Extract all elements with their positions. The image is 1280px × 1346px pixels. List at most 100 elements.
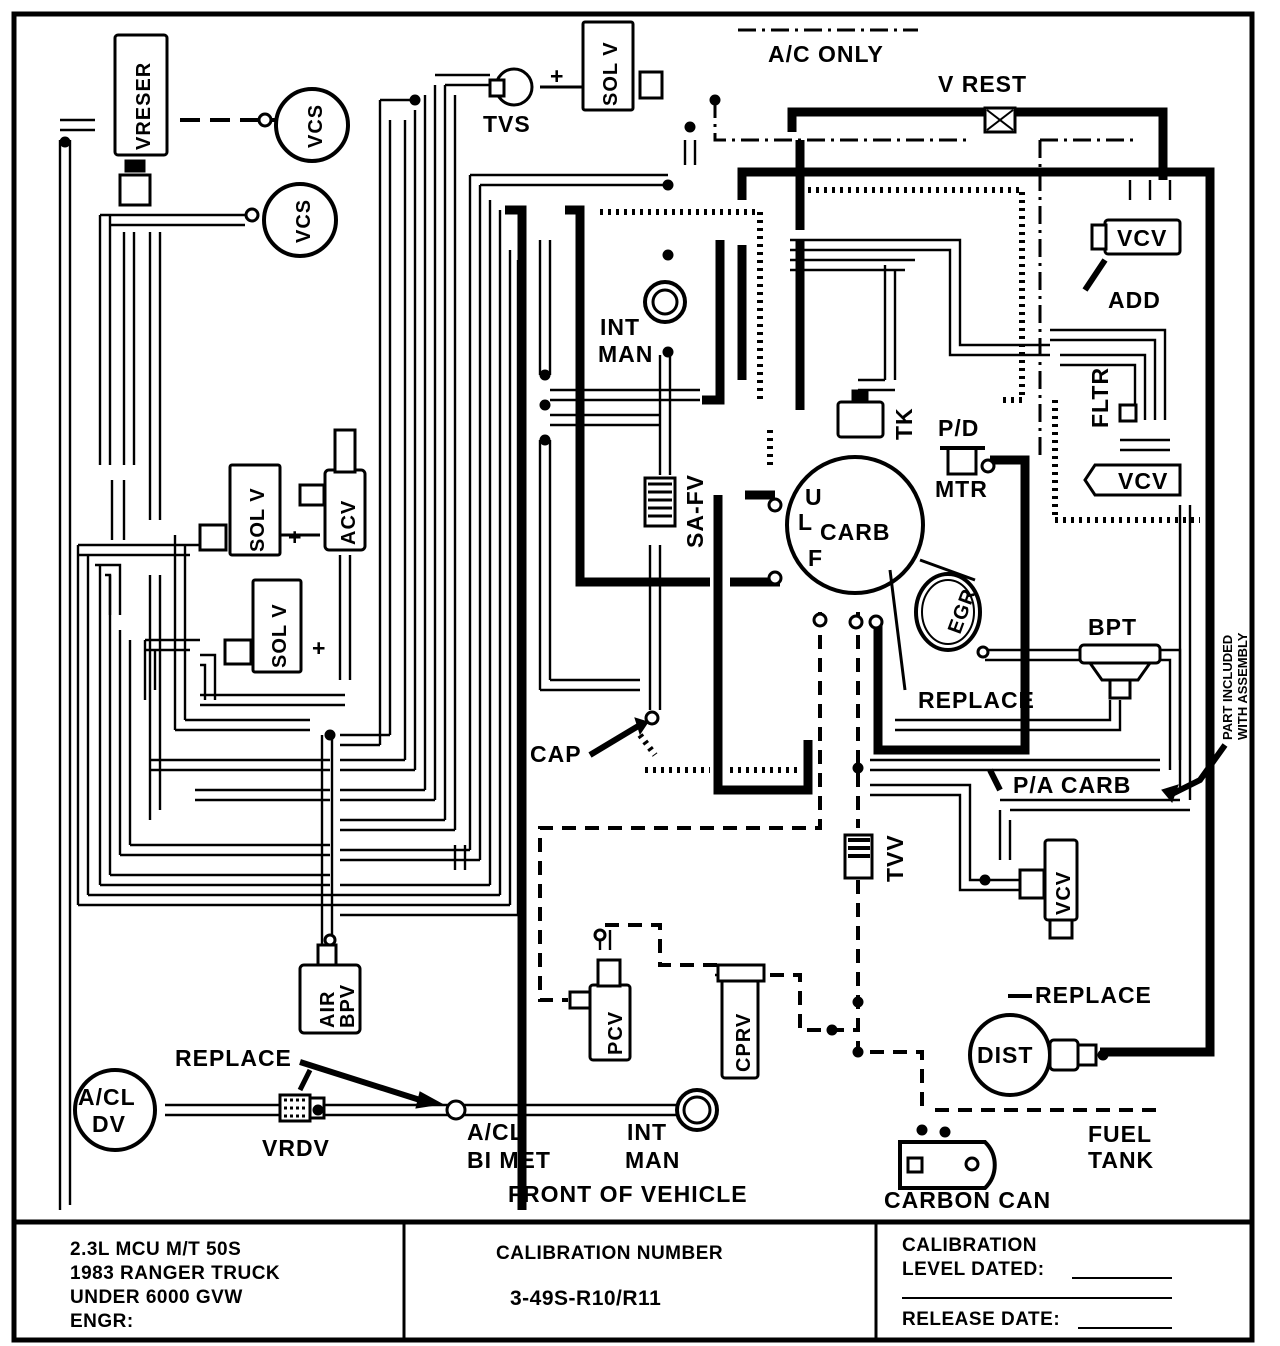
title-block: 2.3L MCU M/T 50S 1983 RANGER TRUCK UNDER…	[70, 1222, 1172, 1340]
plus-lower: +	[312, 635, 326, 661]
tk-label: TK	[891, 407, 917, 440]
vcv-low-label: VCV	[1053, 871, 1075, 915]
vreser-label: VRESER	[133, 62, 155, 150]
int-man-upper: INT MAN	[598, 280, 687, 367]
dist-label: DIST	[977, 1042, 1033, 1068]
egr-component: EGR	[888, 558, 982, 691]
ac-only-label: A/C ONLY	[768, 41, 884, 67]
plus-left: +	[288, 524, 302, 550]
cap-label: CAP	[530, 741, 582, 767]
pd-mtr-component: P/D MTR	[935, 415, 988, 502]
diagram-frame	[11, 11, 1255, 1343]
thick-lines	[505, 107, 1215, 1210]
carb-component: U L CARB F	[785, 455, 925, 595]
pa-carb-label: P/A CARB	[1013, 772, 1131, 798]
vcs-mid: VCS	[262, 182, 338, 258]
vcs-top-label: VCS	[305, 104, 327, 148]
acl-bi-met-line1: A/CL	[467, 1119, 525, 1145]
carb-l-label: L	[798, 509, 813, 535]
hatched-lines	[600, 187, 1200, 773]
dashed-lines	[538, 612, 1165, 1115]
level-dated-label: LEVEL DATED:	[902, 1259, 1045, 1280]
part-included-note: PART INCLUDED WITH ASSEMBLY	[1161, 632, 1250, 803]
air-bpv-line2: BPV	[337, 984, 359, 1028]
pd-mtr-line2: MTR	[935, 476, 988, 502]
fltr-component: FLTR	[1087, 367, 1138, 428]
calibration-heading: CALIBRATION	[902, 1235, 1037, 1256]
v-rest-label: V REST	[938, 71, 1027, 97]
carb-label: CARB	[820, 519, 890, 545]
fltr-label: FLTR	[1087, 367, 1113, 428]
air-bpv-line1: AIR	[317, 991, 339, 1028]
title-left-line1: 2.3L MCU M/T 50S	[70, 1239, 241, 1260]
replace-vrdv-label: REPLACE	[175, 1045, 292, 1071]
bpt-label: BPT	[1088, 614, 1137, 640]
int-man-upper-line1: INT	[600, 314, 640, 340]
carb-u-label: U	[805, 484, 823, 510]
cap-component: CAP	[530, 710, 660, 767]
part-included-line1: PART INCLUDED	[1220, 635, 1235, 740]
front-of-vehicle-label: FRONT OF VEHICLE	[508, 1181, 748, 1207]
replace-dist-label: REPLACE	[1035, 982, 1152, 1008]
title-left-line2: 1983 RANGER TRUCK	[70, 1263, 280, 1284]
connection-dots	[59, 94, 1109, 1138]
pa-carb-label-group: P/A CARB	[987, 768, 1131, 798]
cprv-component: CPRV	[716, 963, 766, 1080]
acl-bi-met-line2: BI MET	[467, 1147, 551, 1173]
vrdv-label: VRDV	[262, 1135, 330, 1161]
int-man-lower-line1: INT	[627, 1119, 667, 1145]
fuel-tank-line1: FUEL	[1088, 1121, 1152, 1147]
fuel-tank-label-group: FUEL TANK	[1088, 1121, 1154, 1173]
cprv-label: CPRV	[733, 1013, 755, 1072]
pcv-component: PCV	[568, 958, 632, 1062]
pcv-label: PCV	[605, 1011, 627, 1055]
carb-f-label: F	[808, 545, 823, 571]
title-left-line4: ENGR:	[70, 1311, 134, 1332]
dist-component: REPLACE DIST	[968, 982, 1152, 1097]
acl-dv-component: A/CL DV	[73, 1068, 157, 1152]
vcv-mid: VCV	[1083, 463, 1182, 497]
acl-bi-met-component: A/CL BI MET	[445, 1099, 551, 1173]
pd-mtr-line1: P/D	[938, 415, 979, 441]
int-man-lower-line2: MAN	[625, 1147, 680, 1173]
acv-component: ACV	[298, 428, 367, 552]
sol-v-top-label: SOL V	[600, 41, 622, 106]
sa-fv-component: SA-FV	[643, 474, 708, 548]
tvs-label: TVS	[483, 111, 531, 137]
calibration-number-heading: CALIBRATION NUMBER	[496, 1243, 723, 1264]
carbon-can-label: CARBON CAN	[884, 1187, 1051, 1213]
sol-v-lower: SOL V +	[223, 578, 326, 674]
vcv-top-label: VCV	[1117, 225, 1167, 251]
add-label: ADD	[1108, 287, 1161, 313]
acl-dv-line2: DV	[92, 1111, 126, 1137]
sol-v-top: SOL V +	[540, 20, 664, 112]
replace-egr-label: REPLACE	[918, 687, 1035, 713]
vcs-mid-label: VCS	[293, 199, 315, 243]
tvv-label: TVV	[882, 834, 908, 882]
tk-component: TK	[836, 389, 917, 440]
release-date-label: RELEASE DATE:	[902, 1309, 1060, 1330]
fuel-tank-line2: TANK	[1088, 1147, 1154, 1173]
sa-fv-label: SA-FV	[682, 474, 708, 548]
sol-v-lower-label: SOL V	[269, 603, 291, 668]
tvs-component: TVS	[483, 67, 534, 137]
v-rest-component	[983, 106, 1017, 134]
vcv-mid-label: VCV	[1118, 468, 1168, 494]
part-included-line2: WITH ASSEMBLY	[1235, 632, 1250, 740]
plus-sign: +	[550, 63, 564, 89]
tvv-component: TVV	[843, 833, 908, 882]
vcv-low: VCV	[1018, 838, 1079, 940]
acv-label: ACV	[338, 500, 360, 545]
acl-dv-line1: A/CL	[78, 1084, 136, 1110]
replace-arrows	[297, 1059, 444, 1109]
vrdv-component: VRDV	[262, 1093, 330, 1161]
sol-v-left: SOL V +	[198, 463, 320, 557]
calibration-number-value: 3-49S-R10/R11	[510, 1287, 661, 1310]
vcs-top: VCS	[180, 87, 350, 163]
air-bpv-component: AIR BPV	[298, 943, 362, 1035]
vacuum-hoses	[58, 73, 1192, 1210]
ac-only-lines	[713, 28, 1135, 460]
int-man-lower: INT MAN	[625, 1088, 719, 1173]
int-man-upper-line2: MAN	[598, 341, 653, 367]
